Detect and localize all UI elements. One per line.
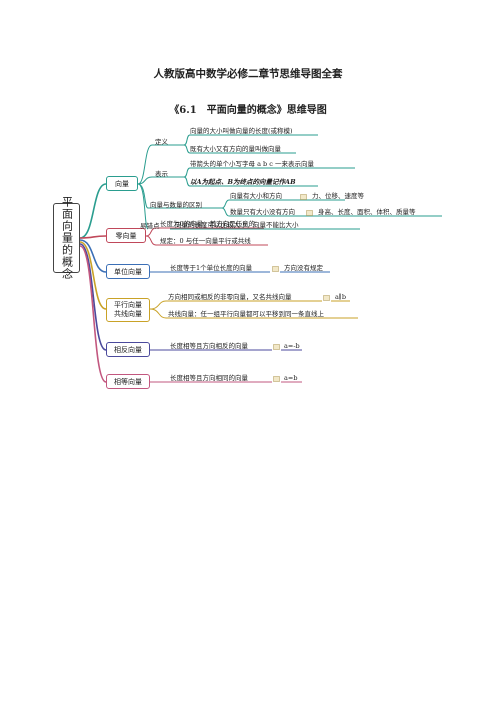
connector-root-opposite: [79, 243, 107, 351]
opposite-text: 长度相等且方向相反的向量: [170, 342, 248, 350]
connector-vector-mistake: [137, 183, 149, 230]
node-zero-vector-label: 零向量: [115, 231, 137, 240]
difference-example-1: 力、位移、速度等: [312, 192, 364, 200]
parallel-formula: a∥b: [335, 293, 347, 301]
node-equal-vector-label: 相等向量: [114, 377, 142, 386]
note-icon: [273, 376, 280, 382]
mindmap-subtitle: 《6.1 平面向量的概念》思维导图: [169, 105, 327, 116]
node-opposite-vector-label: 相反向量: [114, 345, 142, 354]
representation-item-1: 带箭头的单个小写字母 a b c 一来表示向量: [190, 160, 314, 168]
node-unit-vector-label: 单位向量: [114, 267, 142, 276]
node-difference[interactable]: 向量与数量的区别: [150, 201, 202, 209]
unit-note: 方向没有规定: [284, 264, 323, 272]
opposite-formula: a=-b: [284, 342, 300, 350]
zero-item-2: 规定：0 与任一向量平行或共线: [160, 237, 251, 245]
root-node[interactable]: 平面向量的概念: [53, 196, 80, 280]
difference-example-2: 身高、长度、面积、体积、质量等: [318, 208, 416, 216]
note-icon: [273, 344, 280, 350]
mistake-text: 向量的长度可以比较大小，向量不能比大小: [175, 221, 299, 229]
node-vector-label: 向量: [115, 179, 129, 188]
root-label: 平面向量的概念: [60, 196, 74, 280]
node-opposite-vector[interactable]: 相反向量: [106, 342, 150, 357]
note-icon: [306, 210, 313, 216]
difference-item-2: 数量只有大小没有方向: [230, 208, 295, 216]
connector-root-parallel: [79, 241, 107, 310]
note-icon: [323, 295, 330, 301]
connector-root-equal: [79, 245, 107, 383]
equal-formula: a=b: [284, 374, 298, 382]
definition-item-2: 既有大小又有方向的量叫做向量: [190, 145, 281, 153]
node-equal-vector[interactable]: 相等向量: [106, 374, 150, 389]
equal-text: 长度相等且方向相同的向量: [170, 374, 248, 382]
parallel-item-1: 方向相同或相反的非零向量，又名共线向量: [168, 293, 292, 301]
note-icon: [272, 266, 279, 272]
zero-item-1: 长度为0的向量，其方向是任意的: [160, 220, 256, 228]
node-definition[interactable]: 定义: [155, 138, 168, 146]
unit-text: 长度等于1个单位长度的向量: [170, 264, 253, 272]
node-vector[interactable]: 向量: [106, 176, 138, 191]
note-icon: [300, 194, 307, 200]
node-mistake[interactable]: 易错点: [140, 222, 160, 230]
node-representation[interactable]: 表示: [155, 170, 168, 178]
representation-item-2: 以A为起点、B为终点的向量记作AB: [190, 178, 296, 186]
parallel-item-2: 共线向量：任一组平行向量都可以平移到同一条直线上: [168, 310, 324, 318]
node-unit-vector[interactable]: 单位向量: [106, 264, 150, 279]
node-parallel-vector-label: 平行向量共线向量: [114, 301, 142, 318]
connector-root-vector: [79, 183, 107, 239]
connector-vector-definition: [137, 144, 184, 185]
connector-root-zero: [79, 235, 107, 239]
connector-vector-representation: [137, 176, 184, 185]
definition-item-1: 向量的大小叫做向量的长度(或称模): [190, 127, 293, 135]
document-title: 人教版高中数学必修二章节思维导图全套: [153, 68, 343, 80]
node-parallel-vector[interactable]: 平行向量共线向量: [106, 298, 150, 322]
connector-root-unit: [79, 239, 107, 273]
difference-item-1: 向量有大小和方向: [230, 192, 282, 200]
node-zero-vector[interactable]: 零向量: [106, 228, 146, 243]
